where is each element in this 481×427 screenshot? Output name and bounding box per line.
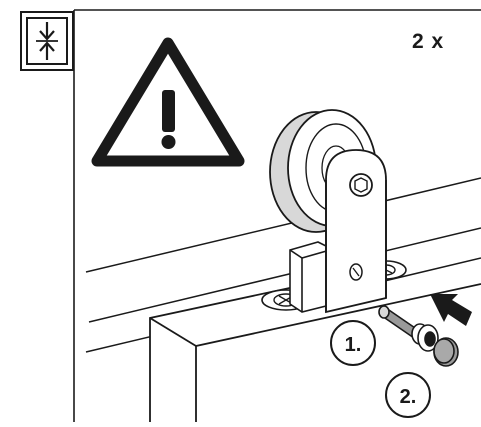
anti-jump-pin xyxy=(378,305,439,352)
warning-triangle-icon xyxy=(91,37,245,167)
vertical-compress-icon xyxy=(20,11,74,71)
frame-lines xyxy=(73,9,481,422)
step-badge-1: 1. xyxy=(330,320,376,366)
push-arrow-icon xyxy=(430,294,472,326)
hanger-strap xyxy=(325,149,387,314)
step-label-1: 1. xyxy=(345,334,362,356)
pin-cap xyxy=(433,337,459,367)
step-label-2: 2. xyxy=(400,386,417,408)
bracket-base xyxy=(289,241,331,313)
quantity-label: 2 x xyxy=(412,30,445,53)
step-badge-2: 2. xyxy=(385,372,431,418)
